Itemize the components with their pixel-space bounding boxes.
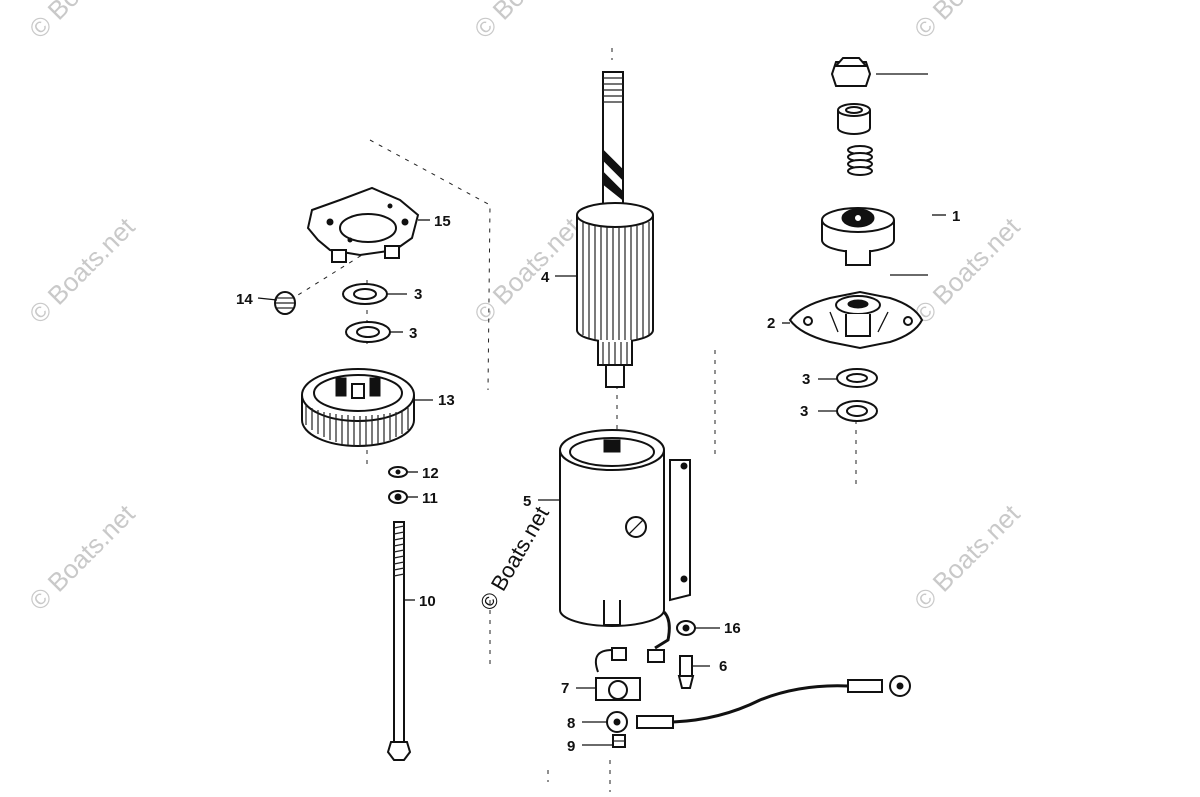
callout-3[interactable]: 3 [802,371,810,388]
watermark: © Boats.net [468,211,586,329]
pinion-nut-part [830,57,872,87]
thrust-washer-part [345,321,391,343]
thrust-washer-part [836,368,878,388]
callout-1[interactable]: 1 [952,208,960,225]
watermark: © Boats.net [908,498,1026,616]
watermark: © Boats.net [23,498,141,616]
brush-spring-part [274,291,296,315]
armature-part [576,71,654,388]
flat-washer-part [388,490,408,504]
watermark: © Boats.net [908,0,1026,44]
callout-7[interactable]: 7 [561,680,569,697]
callout-2[interactable]: 2 [767,315,775,332]
thrust-washer-part [342,283,388,305]
callout-14[interactable]: 14 [236,291,253,308]
anti-drift-spring-part [847,145,873,176]
brush-plate-part [306,186,420,263]
drive-assembly-part [821,207,895,266]
callout-11[interactable]: 11 [422,490,438,507]
drive-end-head-part [788,290,924,350]
callout-3[interactable]: 3 [409,325,417,342]
watermark: © Boats.net [23,211,141,329]
callout-3[interactable]: 3 [800,403,808,420]
cable-assembly-part [606,675,911,733]
lock-washer-part [388,466,408,478]
pinion-stop-part [837,103,871,135]
callout-15[interactable]: 15 [434,213,451,230]
callout-5[interactable]: 5 [523,493,531,510]
frame-washer-part [676,620,696,636]
watermark: © Boats.net [468,0,586,44]
callout-6[interactable]: 6 [719,658,727,675]
callouts: 1 2 3 3 3 3 4 5 6 7 8 9 10 11 12 13 14 1… [236,208,960,755]
callout-16[interactable]: 16 [724,620,741,637]
callout-13[interactable]: 13 [438,392,455,409]
callout-12[interactable]: 12 [422,465,439,482]
callout-3[interactable]: 3 [414,286,422,303]
thrust-washer-part [836,400,878,422]
watermark: © Boats.net [908,211,1026,329]
field-frame-part [559,429,691,650]
callout-4[interactable]: 4 [541,269,550,286]
leader-lines [257,73,946,746]
end-cap-part [301,368,415,447]
callout-8[interactable]: 8 [567,715,575,732]
callout-9[interactable]: 9 [567,738,575,755]
through-bolt-part [386,521,412,761]
frame-screw-part [677,655,695,689]
watermark: © Boats.net [23,0,141,44]
callout-10[interactable]: 10 [419,593,436,610]
watermark-center: © Boats.net [475,502,554,614]
brush-terminal-part [594,647,665,701]
terminal-nut-part [612,734,626,748]
